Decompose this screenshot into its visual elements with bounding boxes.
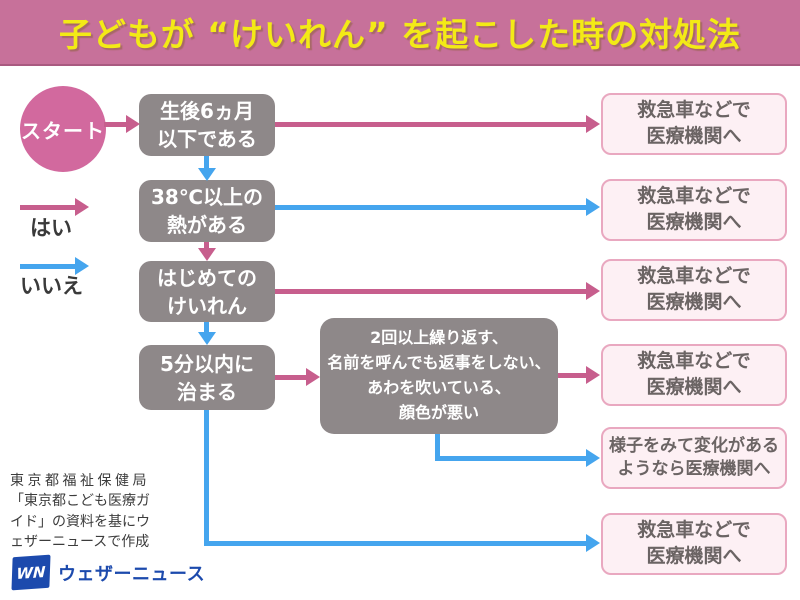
arrow-yes-age-to-ambulance-head <box>586 115 600 133</box>
step-box-fever-over-38: 38℃以上の 熱がある <box>139 180 275 242</box>
legend-yes-label: はい <box>30 216 72 240</box>
arrow-no-first-to-five-line <box>204 322 209 333</box>
arrow-no-fever-to-ambulance-head <box>586 198 600 216</box>
arrow-no-warning-to-observe-hline <box>435 456 586 461</box>
arrow-yes-fever-to-first-line <box>204 242 209 249</box>
arrow-no-warning-to-observe-vline <box>435 434 440 461</box>
arrow-start-to-age-line <box>104 122 129 127</box>
step-box-warning-signs: 2回以上繰り返す、 名前を呼んでも返事をしない、 あわを吹いている、 顔色が悪い <box>320 318 558 434</box>
arrow-yes-fever-to-first-head <box>198 248 216 261</box>
weathernews-logo-text: ウェザーニュース <box>58 563 206 585</box>
arrow-no-age-to-fever-head <box>198 168 216 181</box>
wn-logo-mark-icon: WN <box>11 554 51 591</box>
arrow-start-to-age-head <box>126 115 140 133</box>
arrow-yes-age-to-ambulance-line <box>275 122 588 127</box>
arrow-yes-first-to-ambulance-head <box>586 282 600 300</box>
source-line: ェザーニュースで作成 <box>10 533 150 550</box>
title-bar: 子どもが “けいれん” を起こした時の対処法 <box>0 0 800 66</box>
arrow-no-warning-to-observe-head <box>586 449 600 467</box>
legend-no-arrow-head <box>75 257 89 275</box>
result-box-observe: 様子をみて変化がある ようなら医療機関へ <box>601 427 787 489</box>
arrow-no-five-to-ambulance-vline <box>204 410 209 546</box>
result-box-ambulance-4: 救急車などで 医療機関へ <box>601 344 787 406</box>
step-box-stops-in-5-min: 5分以内に 治まる <box>139 345 275 410</box>
result-box-ambulance-5: 救急車などで 医療機関へ <box>601 513 787 575</box>
arrow-no-five-to-ambulance-head <box>586 534 600 552</box>
arrow-no-five-to-ambulance-hline <box>204 541 586 546</box>
result-box-ambulance-2: 救急車などで 医療機関へ <box>601 179 787 241</box>
legend-no-label: いいえ <box>20 274 83 298</box>
legend-no-arrow-line <box>20 264 76 269</box>
arrow-yes-warning-to-ambulance-head <box>586 366 600 384</box>
arrow-no-fever-to-ambulance-line <box>275 205 586 210</box>
source-line: 「東京都こども医療ガ <box>10 493 150 510</box>
arrow-yes-five-to-warning-line <box>275 375 307 380</box>
start-node: スタート <box>20 86 106 172</box>
legend-yes-arrow-head <box>75 198 89 216</box>
arrow-yes-warning-to-ambulance-line <box>558 373 586 378</box>
arrow-yes-first-to-ambulance-line <box>275 289 586 294</box>
legend-yes-arrow-line <box>20 205 76 210</box>
arrow-yes-five-to-warning-head <box>306 368 320 386</box>
step-box-under-6-months: 生後6ヵ月 以下である <box>139 94 275 156</box>
arrow-no-first-to-five-head <box>198 332 216 345</box>
result-box-ambulance-1: 救急車などで 医療機関へ <box>601 93 787 155</box>
weathernews-logo: WN ウェザーニュース <box>11 554 206 591</box>
arrow-no-age-to-fever-line <box>204 156 209 169</box>
result-box-ambulance-3: 救急車などで 医療機関へ <box>601 259 787 321</box>
page-title: 子どもが “けいれん” を起こした時の対処法 <box>58 15 742 54</box>
source-line: 東京都福祉保健局 <box>10 473 150 489</box>
step-box-first-convulsion: はじめての けいれん <box>139 261 275 322</box>
source-attribution: 東京都福祉保健局 「東京都こども医療ガ イド」の資料を基にウ ェザーニュースで作… <box>10 471 150 552</box>
source-line: イド」の資料を基にウ <box>10 513 150 530</box>
